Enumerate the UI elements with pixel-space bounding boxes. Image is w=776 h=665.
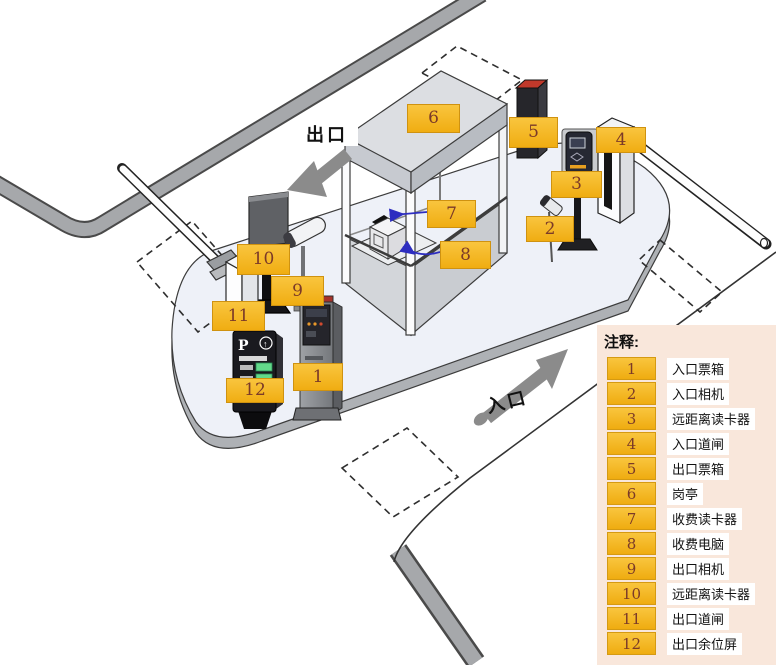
exit-road-curb [0, 0, 487, 238]
marker-6: 6 [407, 104, 460, 133]
legend-row: 8 收费电脑 [603, 531, 776, 556]
legend-label: 入口道闸 [667, 432, 730, 455]
marker-8: 8 [440, 241, 491, 269]
legend-label: 出口道闸 [667, 607, 730, 630]
legend-title: 注释: [604, 334, 639, 351]
entrance-ticket-box [292, 295, 343, 421]
legend-label: 入口票箱 [667, 357, 730, 380]
legend-row: 10 远距离读卡器 [603, 581, 776, 606]
entrance-direction-arrow [473, 349, 568, 426]
legend-number-badge: 8 [607, 532, 656, 555]
pointer-arrows [389, 208, 441, 256]
entrance-road-edge [389, 251, 776, 665]
pointer-to-reader [389, 208, 428, 223]
legend-number-badge: 9 [607, 557, 656, 580]
legend-label: 收费读卡器 [667, 507, 743, 530]
exit-direction-label: 出口 [306, 125, 348, 145]
legend-number-badge: 1 [607, 357, 656, 380]
kiosk-p-logo: P [238, 338, 249, 354]
legend-row: 12 出口余位屏 [603, 631, 776, 656]
legend-number-badge: 7 [607, 507, 656, 530]
exit-direction-arrow [287, 119, 358, 197]
marker-10: 10 [237, 244, 290, 275]
legend-label: 出口余位屏 [667, 632, 743, 655]
legend-number-badge: 12 [607, 632, 656, 655]
legend-label: 远距离读卡器 [667, 582, 756, 605]
marker-3: 3 [551, 171, 602, 198]
legend-label: 出口票箱 [667, 457, 730, 480]
marker-11: 11 [212, 301, 265, 331]
legend-row: 5 出口票箱 [603, 456, 776, 481]
marker-5: 5 [509, 117, 558, 148]
toll-computer [368, 217, 408, 260]
legend-number-badge: 2 [607, 382, 656, 405]
pointer-to-computer [399, 240, 441, 256]
legend-number-badge: 4 [607, 432, 656, 455]
legend-number-badge: 10 [607, 582, 656, 605]
legend-number-badge: 5 [607, 457, 656, 480]
legend-row: 7 收费读卡器 [603, 506, 776, 531]
marker-4: 4 [596, 127, 646, 153]
kiosk-up-arrow-icon: ↑ [263, 339, 268, 349]
marker-9: 9 [271, 276, 324, 306]
legend-row: 6 岗亭 [603, 481, 776, 506]
dashed-space-right [637, 238, 724, 314]
marker-12: 12 [226, 378, 284, 403]
legend-label: 岗亭 [667, 482, 704, 505]
marker-1: 1 [293, 363, 343, 391]
dashed-space-bottom [340, 426, 460, 519]
kiosk-led-display [255, 362, 273, 372]
legend-row: 11 出口道闸 [603, 606, 776, 631]
kiosk-circle [259, 336, 273, 350]
legend-number-badge: 6 [607, 482, 656, 505]
marker-7: 7 [427, 200, 476, 228]
legend-row: 3 远距离读卡器 [603, 406, 776, 431]
legend-number-badge: 11 [607, 607, 656, 630]
legend-row: 9 出口相机 [603, 556, 776, 581]
legend-row: 2 入口相机 [603, 381, 776, 406]
legend-label: 出口相机 [667, 557, 730, 580]
entrance-long-range-reader [557, 128, 599, 251]
legend-row: 1 入口票箱 [603, 356, 776, 381]
legend-label: 收费电脑 [667, 532, 730, 555]
legend-label: 入口相机 [667, 382, 730, 405]
marker-2: 2 [526, 216, 574, 242]
legend-number-badge: 3 [607, 407, 656, 430]
legend-label: 远距离读卡器 [667, 407, 756, 430]
legend-row: 4 入口道闸 [603, 431, 776, 456]
